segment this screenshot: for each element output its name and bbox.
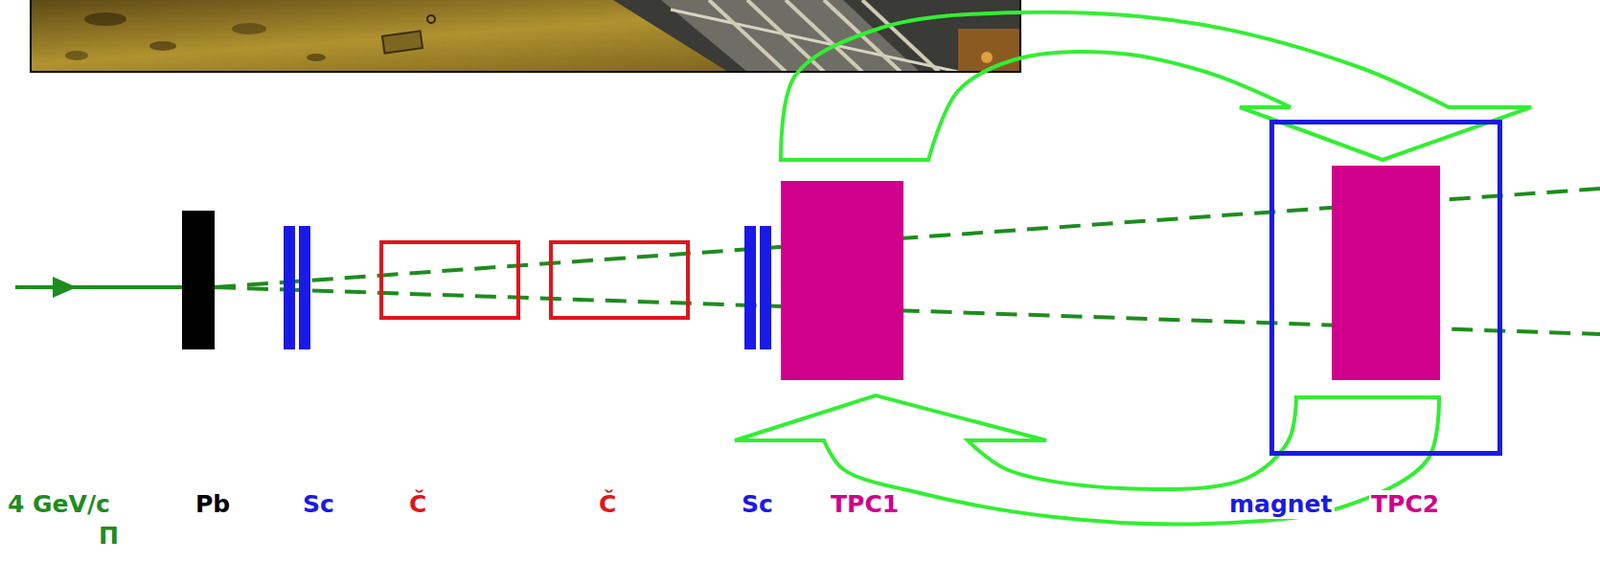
part-label: TPC1 bbox=[828, 490, 901, 520]
scintillator-bar bbox=[283, 226, 296, 350]
scintillator-bar bbox=[744, 226, 756, 350]
part-label: TPC2 bbox=[1369, 490, 1441, 520]
beam-label: Π bbox=[96, 522, 121, 551]
part-label: Sc bbox=[739, 490, 776, 520]
cherenkov-counter: Č bbox=[379, 240, 521, 320]
tpc-chamber: TPC2 bbox=[1331, 165, 1440, 381]
beam-label: 4 GeV/c bbox=[5, 490, 113, 520]
part-label: Pb bbox=[193, 490, 232, 520]
scintillator: Sc bbox=[283, 226, 311, 350]
experiment-photo bbox=[30, 0, 1021, 72]
scintillator-bar bbox=[759, 226, 772, 350]
part-label: Č bbox=[596, 490, 618, 520]
beam-line bbox=[15, 285, 183, 290]
cherenkov-counter: Č bbox=[548, 240, 690, 320]
part-label: Sc bbox=[300, 490, 337, 520]
tpc-chamber: TPC1 bbox=[780, 181, 904, 381]
lead-target: Pb bbox=[182, 210, 215, 350]
magnet-box: magnetTPC2 bbox=[1269, 119, 1503, 457]
photo-frame bbox=[30, 0, 1021, 72]
move-arrow bbox=[734, 395, 1440, 526]
scintillator: Sc bbox=[744, 226, 773, 350]
move-arrow bbox=[780, 12, 1532, 160]
beam-arrowhead bbox=[52, 276, 77, 298]
part-label: magnet bbox=[1227, 490, 1335, 520]
scintillator-bar bbox=[298, 226, 311, 350]
part-label: Č bbox=[407, 490, 429, 520]
